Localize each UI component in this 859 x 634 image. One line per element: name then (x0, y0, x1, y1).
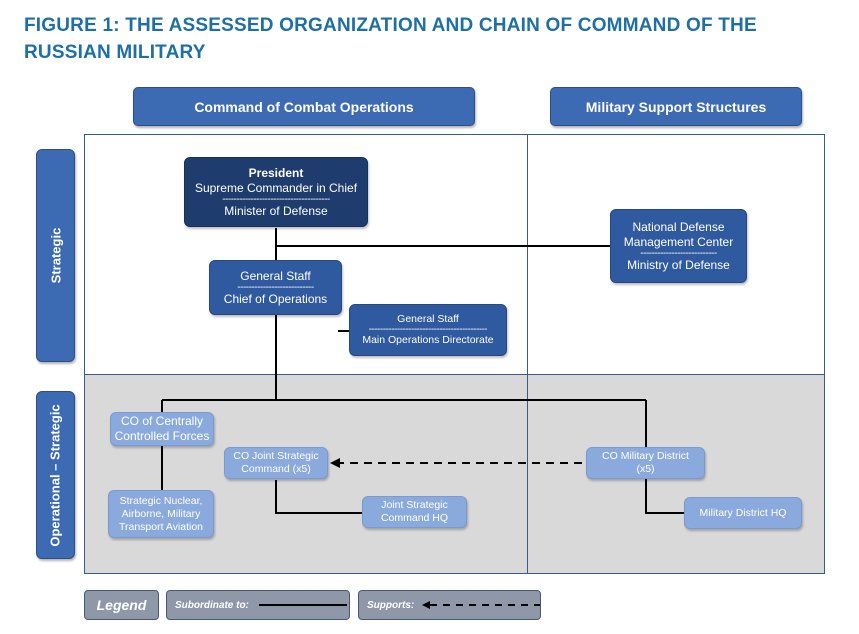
ndmc-separator: --------------------------- (640, 249, 717, 258)
nuclear-line3: Transport Aviation (118, 520, 204, 533)
jsc-hq-line1: Joint Strategic (381, 499, 448, 511)
arrowhead-supports (330, 458, 340, 468)
header-combat-operations: Command of Combat Operations (133, 87, 475, 126)
ndmc-line1: National Defense (632, 219, 725, 234)
president-role: Supreme Commander in Chief (194, 180, 358, 195)
node-jsc-hq: Joint Strategic Command HQ (362, 496, 467, 528)
legend-solid-line (258, 604, 347, 606)
general-staff-title: General Staff (240, 268, 311, 283)
co-central-line1: CO of Centrally (120, 414, 204, 428)
legend-supports-label: Supports: (367, 599, 415, 611)
header-support-label: Military Support Structures (585, 98, 767, 115)
legend-subordinate: Subordinate to: (166, 590, 350, 620)
node-co-joint-strategic-command: CO Joint Strategic Command (x5) (224, 447, 328, 479)
node-gs-main-operations: General Staff --------------------------… (349, 304, 507, 356)
node-military-district-hq: Military District HQ (684, 497, 802, 529)
node-strategic-nuclear: Strategic Nuclear, Airborne, Military Tr… (108, 490, 214, 538)
gs-directorate-title: General Staff (397, 313, 459, 325)
node-general-staff: General Staff --------------------------… (209, 260, 342, 315)
general-staff-chief: Chief of Operations (223, 291, 328, 306)
gs-directorate-separator: ----------------------------------------… (368, 326, 488, 334)
node-ndmc: National Defense Management Center -----… (610, 209, 747, 283)
gs-directorate-name: Main Operations Directorate (362, 334, 494, 346)
header-combat-label: Command of Combat Operations (194, 98, 414, 115)
row-label-operational: Operational – Strategic (36, 391, 75, 559)
legend-subordinate-label: Subordinate to: (175, 599, 249, 611)
general-staff-separator: --------------------------- (237, 283, 314, 292)
ndmc-line2: Management Center (623, 234, 734, 249)
figure-title: FIGURE 1: THE ASSESSED ORGANIZATION AND … (24, 15, 757, 63)
co-jsc-line2: Command (x5) (241, 463, 311, 475)
president-separator: -------------------------------------- (222, 195, 330, 204)
node-co-military-district: CO Military District (x5) (586, 447, 705, 479)
legend-title: Legend (96, 597, 147, 613)
president-minister: Minister of Defense (224, 203, 328, 218)
co-central-line2: Controlled Forces (114, 429, 210, 443)
co-md-line2: (x5) (636, 463, 655, 475)
nuclear-line1: Strategic Nuclear, (119, 494, 203, 507)
node-president: President Supreme Commander in Chief ---… (184, 157, 368, 227)
ndmc-ministry: Ministry of Defense (627, 257, 730, 272)
legend-title-box: Legend (84, 590, 159, 620)
legend-dashed-arrow (422, 601, 540, 609)
node-co-centrally-controlled: CO of Centrally Controlled Forces (110, 412, 214, 446)
line-co-md-to-hq (645, 478, 684, 514)
president-title: President (248, 165, 304, 180)
co-md-line1: CO Military District (602, 450, 689, 462)
jsc-hq-line2: Command HQ (380, 512, 449, 524)
row-label-strategic: Strategic (36, 149, 75, 362)
md-hq-line1: Military District HQ (699, 506, 787, 519)
legend-supports: Supports: (358, 590, 541, 620)
nuclear-line2: Airborne, Military (121, 507, 201, 520)
line-co-jsc-to-hq (275, 480, 362, 514)
co-jsc-line1: CO Joint Strategic (233, 450, 319, 462)
header-support-structures: Military Support Structures (550, 87, 802, 126)
